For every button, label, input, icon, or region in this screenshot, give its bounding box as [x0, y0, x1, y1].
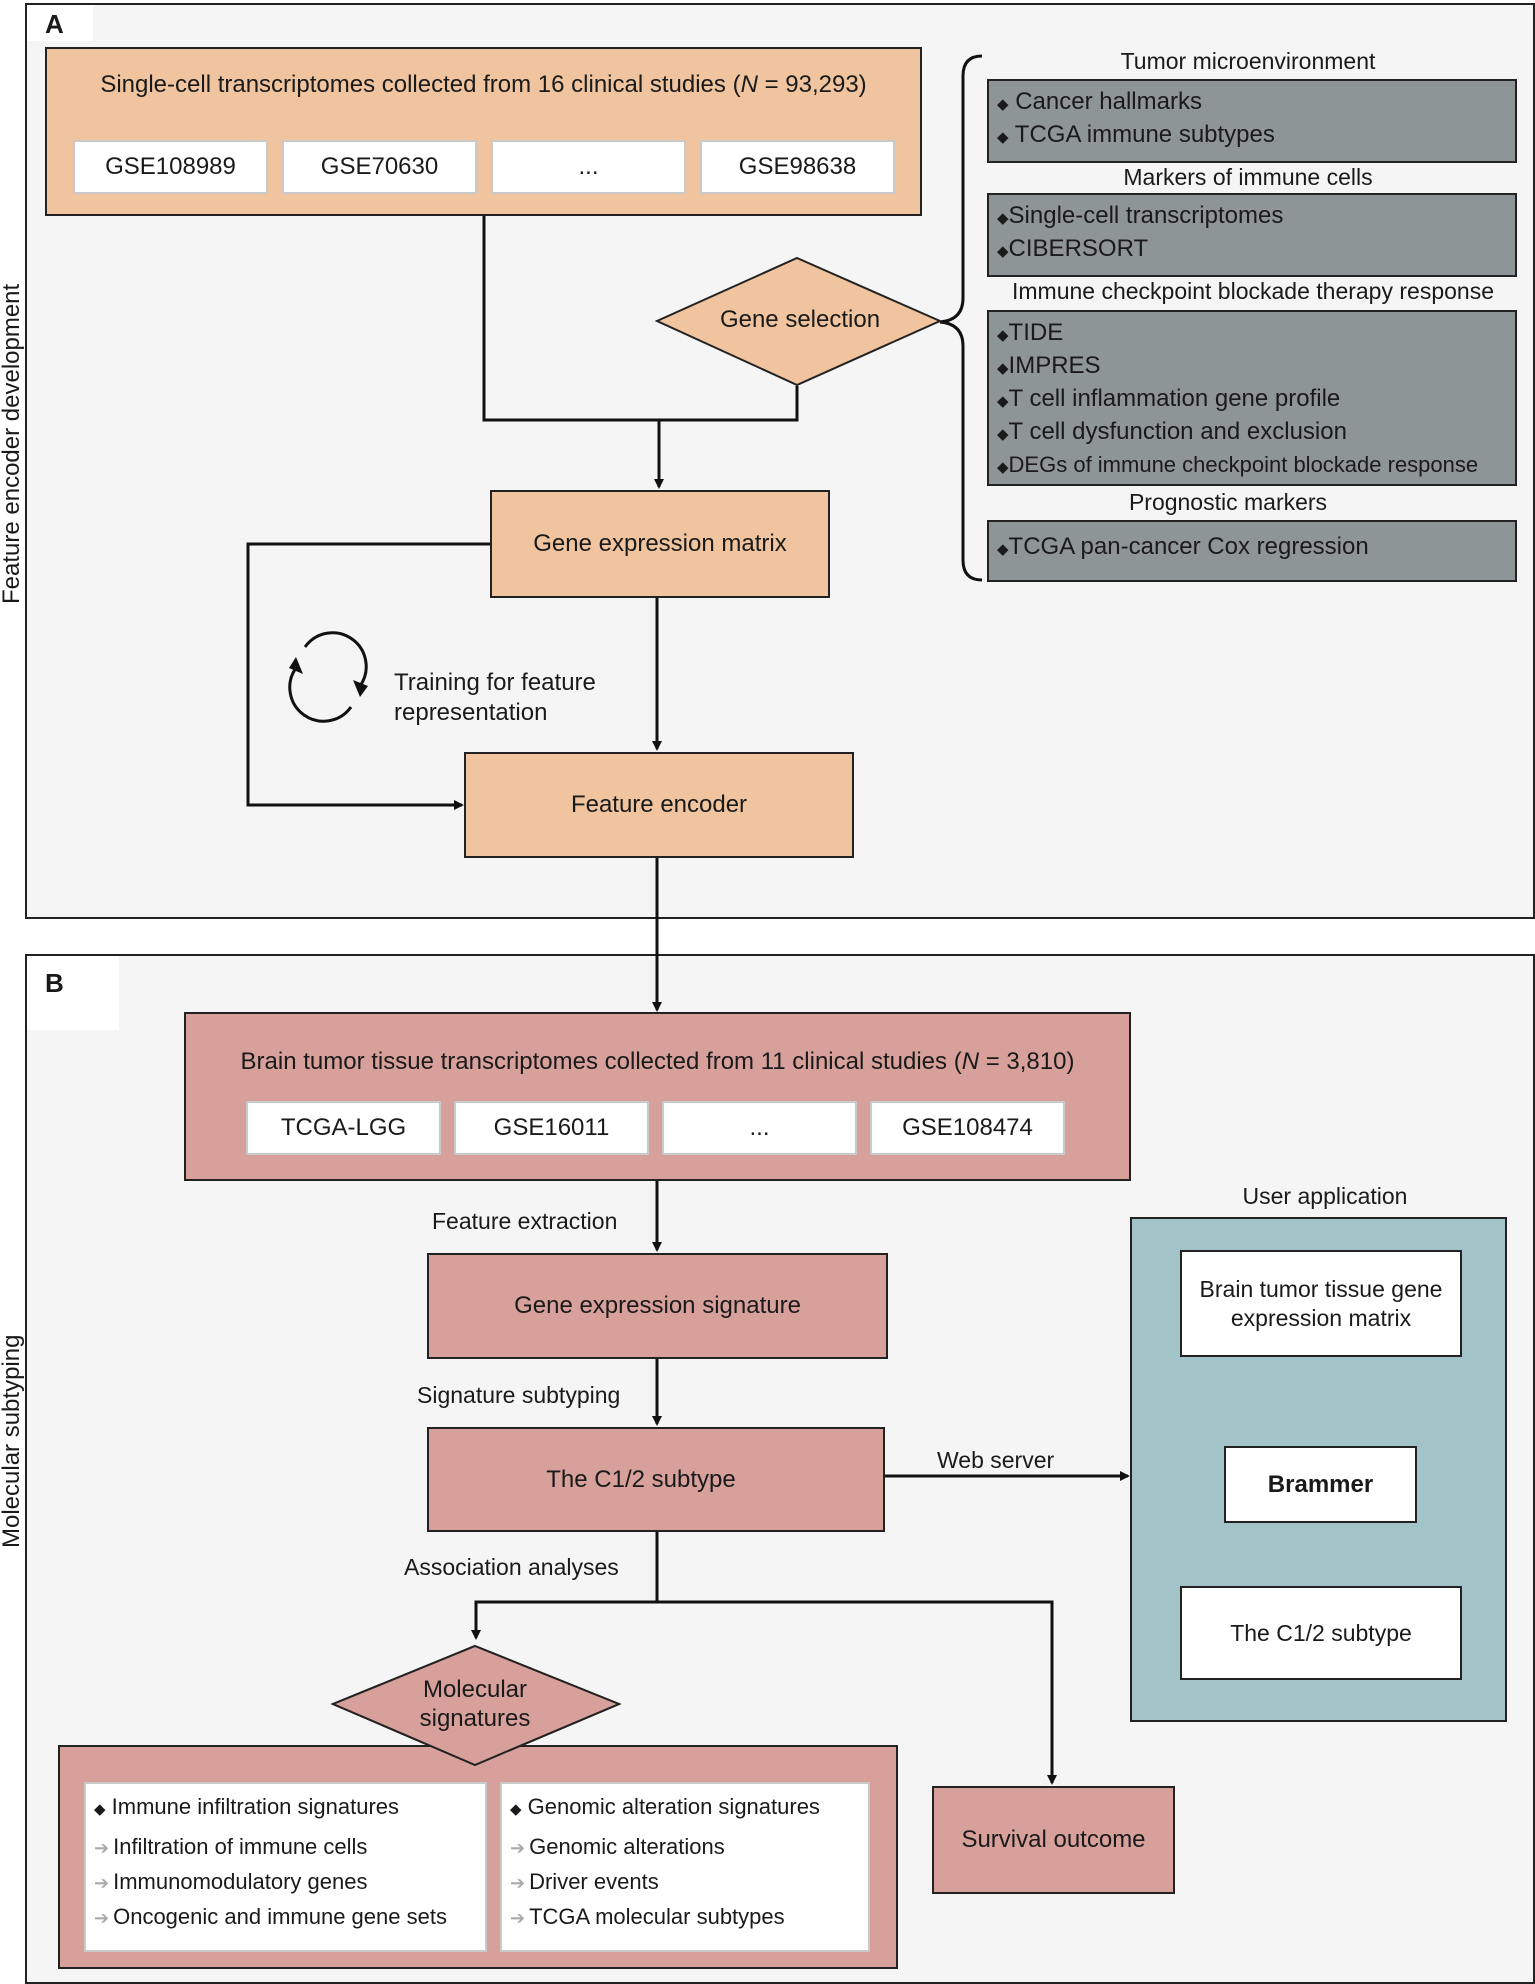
- signature-item: ➔Infiltration of immune cells: [94, 1834, 368, 1859]
- user-application-label: User application: [1242, 1183, 1408, 1209]
- genomic-alteration-box: ◆ Genomic alteration signatures ➔Genomic…: [500, 1782, 870, 1952]
- genomic-alteration-title: ◆ Genomic alteration signatures: [510, 1794, 820, 1819]
- criteria-heading-markers: Markers of immune cells: [1123, 164, 1373, 190]
- arrow-right-icon: ➔: [510, 1838, 526, 1858]
- criteria-item: ◆TIDE: [997, 319, 1064, 346]
- training-label: Training for feature representation: [394, 669, 596, 726]
- signature-item: ➔TCGA molecular subtypes: [510, 1904, 785, 1929]
- gene-expression-signature-box: Gene expression signature: [427, 1253, 888, 1359]
- brammer-box: Brammer: [1224, 1446, 1417, 1523]
- criteria-box-markers: ◆Single-cell transcriptomes ◆CIBERSORT: [987, 193, 1517, 277]
- criteria-item: ◆ Cancer hallmarks: [997, 88, 1202, 115]
- bullet: ◆: [94, 1801, 106, 1818]
- output-subtype-box: The C1/2 subtype: [1180, 1586, 1462, 1680]
- bullet: ◆: [997, 541, 1009, 558]
- title-n: N: [740, 71, 758, 98]
- feature-encoder-box: Feature encoder: [464, 752, 854, 858]
- immune-infiltration-title: ◆ Immune infiltration signatures: [94, 1794, 400, 1819]
- dataset-box: ...: [662, 1101, 857, 1155]
- bullet: ◆: [997, 393, 1009, 410]
- bullet: ◆: [997, 96, 1009, 113]
- input-matrix-box: Brain tumor tissue gene expression matri…: [1180, 1250, 1462, 1357]
- brain-tumor-source-box: Brain tumor tissue transcriptomes collec…: [184, 1012, 1131, 1181]
- arrow-right-icon: ➔: [510, 1873, 526, 1893]
- dataset-box: ...: [491, 140, 686, 194]
- dataset-box: GSE98638: [700, 140, 895, 194]
- signature-item: ➔Driver events: [510, 1869, 659, 1894]
- criteria-heading-prognostic: Prognostic markers: [1128, 489, 1328, 515]
- feature-extraction-label: Feature extraction: [432, 1208, 618, 1234]
- criteria-box-tme: ◆ Cancer hallmarks ◆ TCGA immune subtype…: [987, 79, 1517, 163]
- arrow-right-icon: ➔: [94, 1873, 110, 1893]
- bullet: ◆: [997, 210, 1009, 227]
- title-n: N: [961, 1048, 980, 1075]
- criteria-box-icb: ◆TIDE ◆IMPRES ◆T cell inflammation gene …: [987, 310, 1517, 486]
- criteria-item: ◆DEGs of immune checkpoint blockade resp…: [997, 452, 1479, 477]
- bullet: ◆: [997, 243, 1009, 260]
- gene-expression-matrix-box: Gene expression matrix: [490, 490, 830, 598]
- title-prefix: Single-cell transcriptomes collected fro…: [100, 71, 741, 98]
- dataset-box: GSE108474: [870, 1101, 1065, 1155]
- panel-b-label: B: [27, 956, 119, 1030]
- brain-tumor-source-title: Brain tumor tissue transcriptomes collec…: [186, 1048, 1129, 1076]
- association-analyses-label: Association analyses: [404, 1554, 619, 1580]
- c12-subtype-box: The C1/2 subtype: [427, 1427, 885, 1532]
- signature-item: ➔Immunomodulatory genes: [94, 1869, 368, 1894]
- panel-a-label: A: [27, 5, 93, 41]
- bullet: ◆: [997, 327, 1009, 344]
- single-cell-source-box: Single-cell transcriptomes collected fro…: [45, 47, 922, 216]
- dataset-box: TCGA-LGG: [246, 1101, 441, 1155]
- molecular-signatures-label: Molecular signatures: [419, 1676, 531, 1732]
- title-suffix: = 93,293): [757, 71, 867, 98]
- signature-item: ➔Genomic alterations: [510, 1834, 725, 1859]
- bullet: ◆: [997, 129, 1009, 146]
- criteria-item: ◆CIBERSORT: [997, 235, 1149, 262]
- gene-selection-label: Gene selection: [719, 306, 881, 333]
- title-suffix: = 3,810): [979, 1048, 1075, 1075]
- criteria-item: ◆T cell inflammation gene profile: [997, 385, 1341, 412]
- title-prefix: Brain tumor tissue transcriptomes collec…: [240, 1048, 962, 1075]
- signature-subtyping-label: Signature subtyping: [417, 1382, 621, 1408]
- criteria-heading-tme: Tumor microenvironment: [1120, 48, 1376, 74]
- criteria-item: ◆Single-cell transcriptomes: [997, 202, 1284, 229]
- criteria-item: ◆TCGA pan-cancer Cox regression: [997, 533, 1369, 560]
- arrow-right-icon: ➔: [94, 1838, 110, 1858]
- immune-infiltration-box: ◆ Immune infiltration signatures ➔Infilt…: [84, 1782, 487, 1952]
- signature-item: ➔Oncogenic and immune gene sets: [94, 1904, 447, 1929]
- survival-outcome-box: Survival outcome: [932, 1786, 1175, 1894]
- bullet: ◆: [997, 360, 1009, 377]
- dataset-box: GSE16011: [454, 1101, 649, 1155]
- web-server-label: Web server: [937, 1447, 1055, 1473]
- bullet: ◆: [997, 426, 1009, 443]
- criteria-item: ◆IMPRES: [997, 352, 1101, 379]
- bullet: ◆: [997, 459, 1009, 476]
- arrow-right-icon: ➔: [510, 1908, 526, 1928]
- dataset-box: GSE70630: [282, 140, 477, 194]
- bullet: ◆: [510, 1801, 522, 1818]
- criteria-item: ◆T cell dysfunction and exclusion: [997, 418, 1347, 445]
- criteria-box-prognostic: ◆TCGA pan-cancer Cox regression: [987, 520, 1517, 582]
- criteria-item: ◆ TCGA immune subtypes: [997, 121, 1275, 148]
- dataset-box: GSE108989: [73, 140, 268, 194]
- single-cell-source-title: Single-cell transcriptomes collected fro…: [47, 71, 920, 99]
- criteria-heading-icb: Immune checkpoint blockade therapy respo…: [1011, 278, 1494, 304]
- arrow-right-icon: ➔: [94, 1908, 110, 1928]
